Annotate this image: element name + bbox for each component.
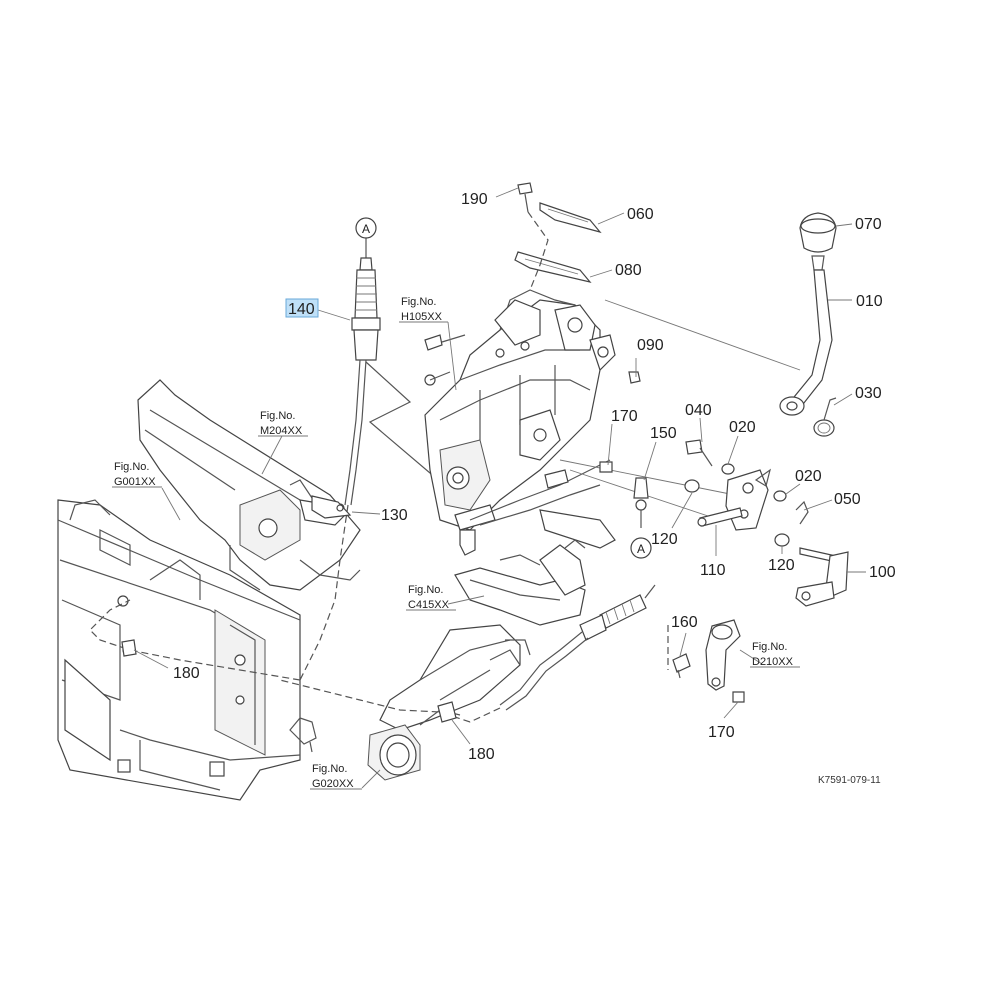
part-170-nut: [599, 461, 613, 473]
label-190: 190: [461, 191, 488, 208]
part-030-spring: [813, 397, 837, 437]
lower-cable-drawing: [89, 584, 656, 723]
fig-ref-h105-code: H105XX: [401, 311, 443, 323]
marker-a-mid: A: [630, 537, 652, 559]
part-100-rod: [795, 547, 849, 607]
label-160: 160: [671, 614, 698, 631]
part-020-washer-2: [773, 490, 787, 502]
cable-boot-bellows: [354, 269, 378, 319]
fig-ref-d210: Fig.No. D210XX: [750, 641, 800, 668]
fig-ref-h105-label: Fig.No.: [401, 296, 436, 308]
cable-140-drawing: [299, 238, 381, 681]
label-180-left: 180: [173, 665, 200, 682]
arm-drawing: [705, 619, 741, 691]
part-080-plate: [514, 251, 592, 283]
part-110-bracket: [697, 469, 769, 531]
fig-ref-g001-label: Fig.No.: [114, 461, 149, 473]
pedestal-drawing: [424, 289, 616, 556]
part-150-joint: [633, 477, 649, 528]
fig-ref-d210-label: Fig.No.: [752, 641, 787, 653]
label-110: 110: [700, 562, 726, 579]
fig-ref-d210-code: D210XX: [752, 656, 794, 668]
label-030: 030: [855, 385, 882, 402]
drawing-code: K7591-079-11: [818, 775, 881, 786]
marker-a-top: A: [355, 217, 377, 239]
marker-a-top-label: A: [362, 222, 370, 236]
part-050-clip: [795, 500, 809, 525]
fig-ref-g001: Fig.No. G001XX: [112, 461, 162, 488]
fig-ref-g020-label: Fig.No.: [312, 763, 347, 775]
label-090: 090: [637, 337, 664, 354]
part-060-plate: [539, 202, 602, 234]
label-100: 100: [869, 564, 896, 581]
leader-lines: [133, 187, 866, 789]
part-120-collar: [684, 479, 700, 493]
part-180-clip: [121, 639, 137, 657]
transmission-drawing: [367, 539, 586, 781]
fig-ref-m204-code: M204XX: [260, 425, 303, 437]
label-050: 050: [834, 491, 861, 508]
label-120-right: 120: [768, 557, 795, 574]
label-010: 010: [856, 293, 883, 310]
part-170-nut-bottom: [732, 691, 745, 703]
part-180-clip-2: [437, 701, 457, 723]
part-120-collar-2: [774, 533, 790, 547]
label-070: 070: [855, 216, 882, 233]
label-130: 130: [381, 507, 408, 524]
fig-ref-h105: Fig.No. H105XX: [399, 296, 448, 323]
label-140: 140: [288, 301, 315, 318]
bracket-drawing: [137, 379, 361, 591]
label-170-bottom: 170: [708, 724, 735, 741]
fig-ref-g020: Fig.No. G020XX: [310, 763, 362, 790]
label-120-left: 120: [651, 531, 678, 548]
part-130-clamp: [311, 495, 352, 519]
part-040-pin: [685, 439, 713, 467]
label-180-bottom: 180: [468, 746, 495, 763]
part-010-lever: [779, 269, 833, 416]
marker-a-mid-label: A: [637, 542, 645, 556]
fig-ref-c415-label: Fig.No.: [408, 584, 443, 596]
label-140-highlight: [285, 298, 319, 318]
label-020-top: 020: [729, 419, 756, 436]
label-020-right: 020: [795, 468, 822, 485]
label-040: 040: [685, 402, 712, 419]
fig-ref-g001-code: G001XX: [114, 476, 156, 488]
part-labels: 190 060 070 080 010 140 090 030 170 040 …: [173, 191, 896, 763]
label-080: 080: [615, 262, 642, 279]
fig-ref-g020-code: G020XX: [312, 778, 354, 790]
part-020-washer: [721, 463, 735, 475]
part-190-bolt: [517, 182, 533, 213]
fig-ref-c415-code: C415XX: [408, 599, 450, 611]
part-070-knob: [799, 212, 837, 271]
fig-ref-c415: Fig.No. C415XX: [406, 584, 456, 611]
fig-ref-m204-label: Fig.No.: [260, 410, 295, 422]
main-frame-drawing: [57, 499, 301, 801]
part-160-bolt: [672, 653, 691, 679]
part-090-nut: [628, 371, 641, 384]
label-060: 060: [627, 206, 654, 223]
label-170-top: 170: [611, 408, 638, 425]
label-150: 150: [650, 425, 677, 442]
fig-ref-m204: Fig.No. M204XX: [258, 410, 308, 437]
